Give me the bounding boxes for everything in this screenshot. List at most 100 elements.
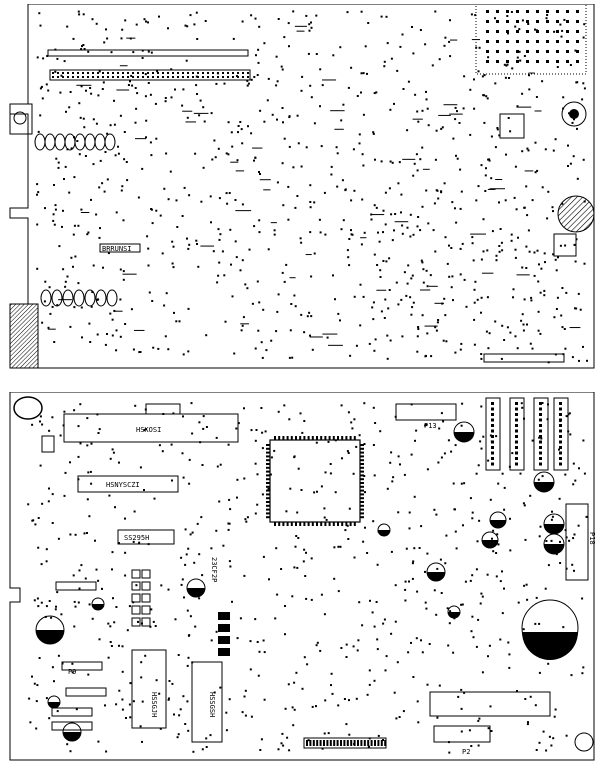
pad [83,48,86,50]
pad [244,283,247,286]
coil [40,289,52,307]
pad [80,564,83,567]
qfp-pin [360,455,364,458]
header-pin [192,72,194,74]
pad [510,239,513,242]
pad [37,517,40,519]
pad [347,452,350,454]
pad [390,57,393,60]
pad [460,482,463,485]
header-pin [172,76,174,78]
dense-pad [486,30,489,33]
qfp-pin [266,478,270,481]
pad [541,402,544,404]
qfp-pin [286,522,289,526]
pad [76,140,79,142]
pad [237,125,240,127]
pad [414,439,416,442]
pad [337,590,340,593]
pad [48,429,51,432]
pad [489,705,492,708]
pad [240,329,243,332]
connector-pin [491,407,494,411]
pad [402,88,405,90]
pad [401,335,404,338]
pad [80,306,83,309]
pad [219,233,222,236]
dense-pad [556,50,559,53]
pad [432,229,435,232]
pad [329,472,332,475]
ic-vertical-left [131,649,167,729]
pad [490,730,493,732]
pad [412,52,415,55]
pad [350,199,353,202]
header-pin [122,76,124,78]
pad [568,539,571,542]
pad [523,55,526,57]
pad [364,491,366,494]
pad [330,165,333,168]
pad [54,208,57,211]
pad [210,221,212,224]
pad [390,550,393,553]
pad [501,249,504,252]
pad [547,564,550,567]
pad [394,213,397,215]
pad [174,88,176,91]
pad [72,37,75,40]
pad [91,291,94,293]
pad [514,256,517,259]
pad [480,296,483,299]
edge-pin [384,740,387,746]
pad [197,265,200,268]
header-pin [207,76,209,78]
pad [182,353,185,356]
pad [241,711,244,714]
pad [534,28,536,31]
connector-pin [491,462,494,466]
pad [300,241,303,244]
pad [296,114,299,117]
pad [223,274,226,277]
pad [355,445,358,448]
pad [325,518,328,521]
pad [134,121,137,124]
qfp-pin [311,522,314,526]
pad [380,310,383,313]
pad [526,323,528,326]
pad [69,325,72,328]
qfp-pin [266,493,270,496]
header-pin [157,72,159,74]
pad [121,185,124,188]
pad [89,87,92,89]
qfp-pin [266,470,270,473]
pad [123,131,126,133]
pad [508,666,511,669]
pad [98,638,101,641]
pad [198,421,201,424]
pad [422,268,425,271]
pad [154,625,157,627]
pad [516,56,519,59]
pad [135,107,138,110]
pad [511,67,514,70]
pad [550,539,553,542]
pad [387,307,390,310]
pad [218,238,221,241]
pad [348,699,350,702]
pad [486,573,489,576]
pad [82,117,85,120]
pad [557,256,559,259]
pad [538,535,541,538]
pad [186,664,189,667]
pad [485,167,487,170]
pad [401,224,404,227]
pad [567,165,569,167]
pad [102,266,104,269]
pad [280,65,283,68]
pad [452,651,455,654]
pad [407,80,410,83]
qfp-pin [360,493,364,496]
pad [415,429,418,432]
